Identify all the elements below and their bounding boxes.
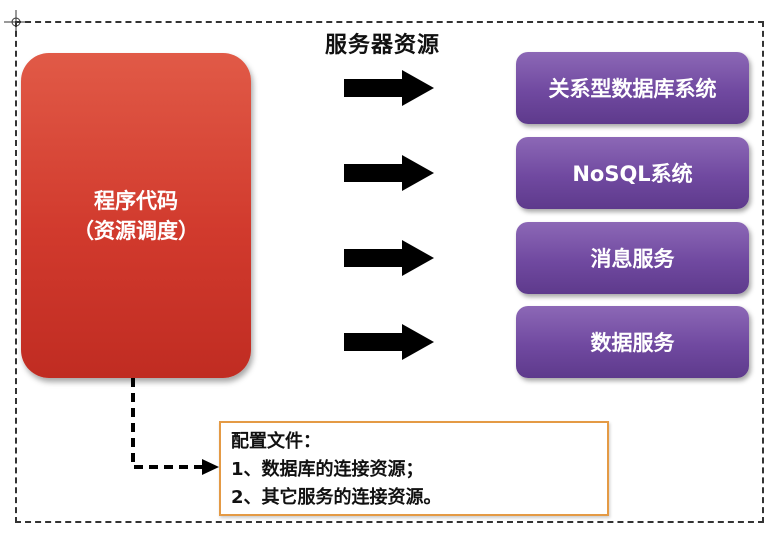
program-code-box: 程序代码 （资源调度） — [21, 53, 251, 378]
resource-label: 数据服务 — [590, 331, 675, 355]
arrow-right-icon — [344, 155, 434, 191]
config-item: 2、其它服务的连接资源。 — [231, 487, 442, 508]
server-boundary — [15, 21, 764, 523]
dashed-connector-arrow — [131, 378, 219, 475]
arrow-right-icon — [344, 324, 434, 360]
resource-message-service: 消息服务 — [516, 222, 749, 294]
diagram-title: 服务器资源 — [325, 33, 441, 58]
arrow-right-icon — [344, 240, 434, 276]
resource-nosql: NoSQL系统 — [516, 137, 749, 209]
resource-relational-db: 关系型数据库系统 — [516, 52, 749, 124]
resource-label: 关系型数据库系统 — [548, 77, 717, 101]
program-code-label: 程序代码 — [94, 188, 178, 213]
config-heading: 配置文件： — [231, 431, 321, 452]
resource-data-service: 数据服务 — [516, 306, 749, 378]
config-item: 1、数据库的连接资源； — [231, 459, 424, 480]
arrow-right-icon — [344, 70, 434, 106]
resource-label: NoSQL系统 — [572, 162, 693, 186]
program-code-sublabel: （资源调度） — [73, 218, 199, 243]
config-file-box: 配置文件： 1、数据库的连接资源； 2、其它服务的连接资源。 — [219, 421, 609, 516]
resource-label: 消息服务 — [590, 247, 675, 271]
crosshair-icon — [4, 10, 28, 34]
